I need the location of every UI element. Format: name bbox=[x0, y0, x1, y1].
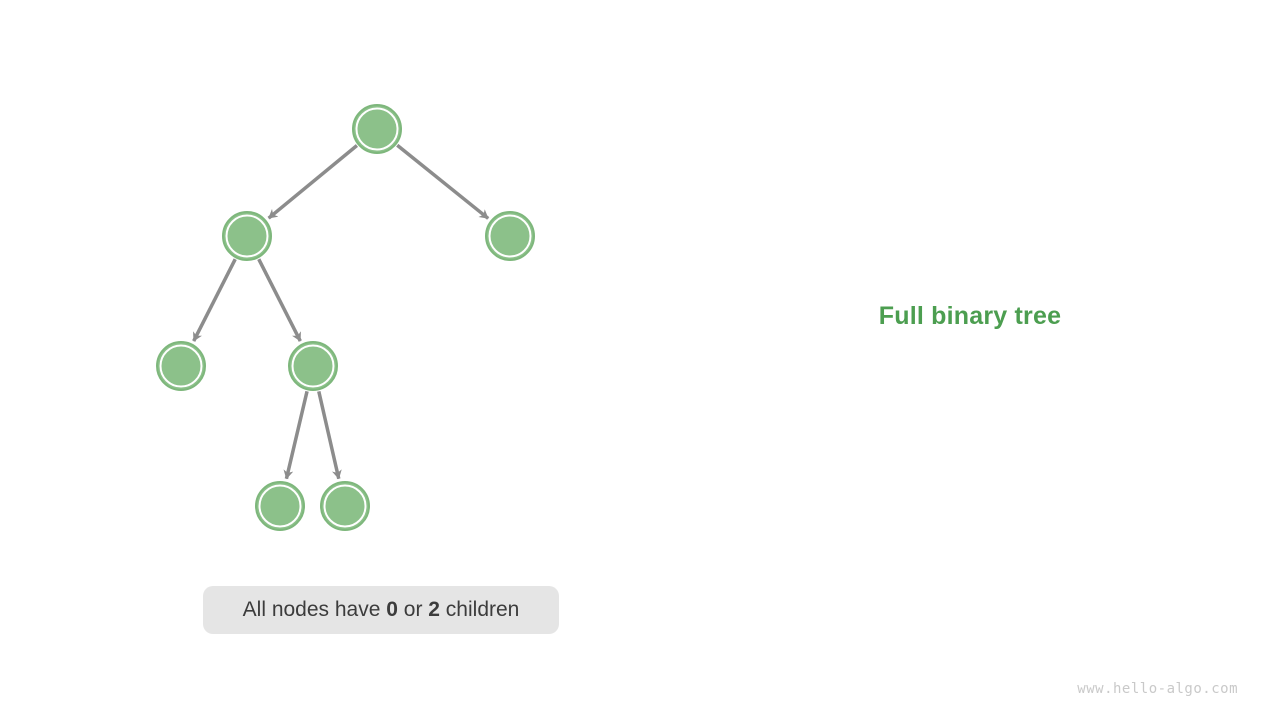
caption-text: or bbox=[397, 598, 429, 621]
tree-node-left-right bbox=[288, 341, 338, 391]
tree-node-left-right-right bbox=[320, 481, 370, 531]
tree-node-left bbox=[222, 211, 272, 261]
caption-text: All nodes have bbox=[242, 598, 387, 621]
caption-bold-zero: 0 bbox=[386, 598, 398, 621]
watermark: www.hello-algo.com bbox=[1077, 681, 1238, 697]
tree-edge-left-to-left-left bbox=[192, 258, 237, 342]
tree-edge-left-right-to-left-right-right bbox=[317, 390, 342, 480]
caption-pill: All nodes have 0 or 2 children bbox=[203, 586, 559, 634]
tree-node-left-right-left bbox=[255, 481, 305, 531]
tree-node-root bbox=[352, 104, 402, 154]
tree-node-left-left bbox=[156, 341, 206, 391]
caption-text: children bbox=[439, 598, 520, 621]
caption-bold-two: 2 bbox=[428, 598, 440, 621]
tree-edge-left-to-left-right bbox=[257, 258, 302, 342]
tree-edge-left-right-to-left-right-left bbox=[283, 390, 309, 480]
tree-edge-root-to-left bbox=[267, 144, 359, 220]
tree-node-right bbox=[485, 211, 535, 261]
tree-edge-root-to-right bbox=[396, 143, 490, 220]
diagram-title: Full binary tree bbox=[878, 302, 1062, 330]
